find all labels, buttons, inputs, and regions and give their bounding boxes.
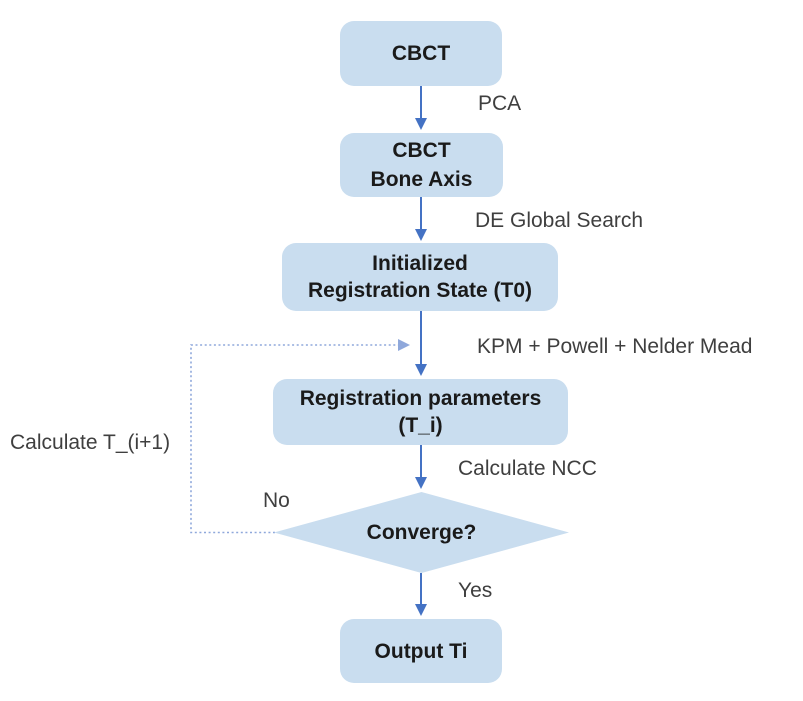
edge-label-calculate-ncc: Calculate NCC [458, 457, 597, 480]
edge-label-yes: Yes [458, 579, 493, 602]
node-output-ti: Output Ti [340, 619, 502, 683]
edge-label-pca: PCA [478, 92, 522, 115]
node-converge-label: Converge? [366, 521, 477, 544]
node-cbct-bone-axis-label: CBCT Bone Axis [370, 139, 473, 191]
node-output-ti-label: Output Ti [374, 639, 468, 663]
node-registration-parameters-label: Registration parameters (T_i) [299, 387, 542, 437]
node-initialized-registration-state: Initialized Registration State (T0) [282, 243, 558, 311]
loop-arrow-converge-no-feedback [190, 339, 410, 534]
edge-label-kpm-powell-nelder-mead: KPM + Powell + Nelder Mead [477, 335, 753, 358]
node-cbct: CBCT [340, 21, 502, 86]
edge-label-calculate-t-next: Calculate T_(i+1) [10, 431, 171, 454]
node-registration-parameters: Registration parameters (T_i) [273, 379, 568, 445]
node-cbct-label: CBCT [391, 42, 451, 65]
node-initialized-registration-state-label: Initialized Registration State (T0) [307, 252, 533, 302]
edge-label-de-global-search: DE Global Search [475, 209, 644, 232]
node-cbct-bone-axis: CBCT Bone Axis [340, 133, 503, 197]
edge-label-no: No [263, 489, 290, 512]
